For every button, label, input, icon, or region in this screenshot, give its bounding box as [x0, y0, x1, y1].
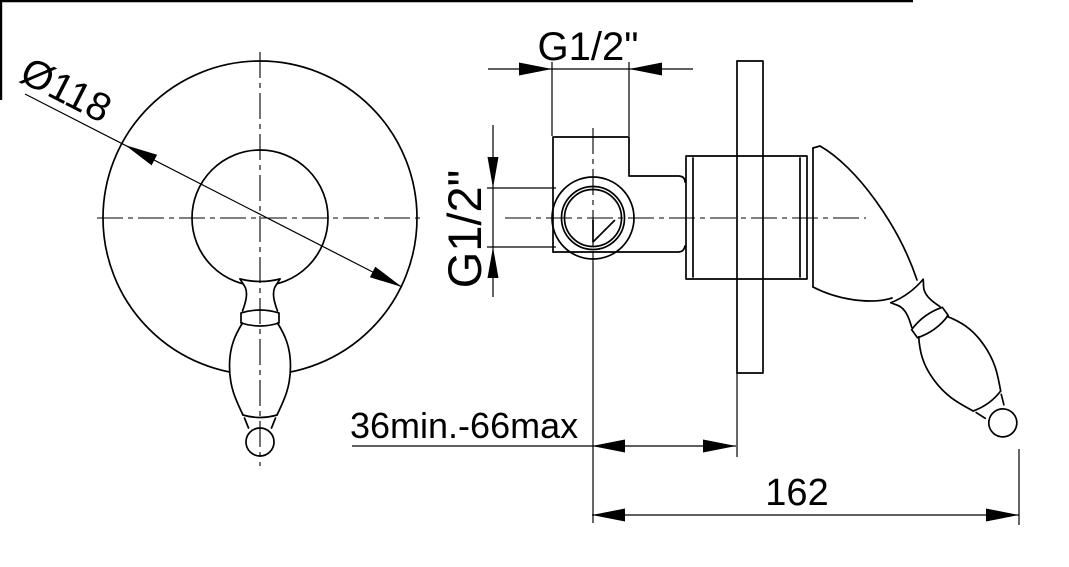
wall-plate: [736, 60, 764, 374]
valve-body: [551, 136, 686, 260]
dimension-thread-top: G1/2": [488, 25, 693, 136]
arrowhead: [629, 62, 662, 76]
arrowhead: [519, 62, 552, 76]
dimension-thread-side: G1/2": [438, 125, 556, 297]
arrowhead: [592, 508, 625, 522]
front-view: Ø118: [14, 49, 423, 466]
page-frame: [0, 0, 913, 100]
side-view: [505, 60, 1037, 453]
arrowhead: [369, 266, 402, 287]
length-label: 162: [765, 472, 828, 514]
arrowhead: [487, 247, 499, 278]
arrowhead: [487, 157, 499, 188]
arrowhead: [125, 145, 158, 166]
arrowhead: [986, 508, 1019, 522]
lever-handle-side: [881, 272, 1037, 453]
handle-dome: [812, 145, 918, 302]
thread-top-label: G1/2": [538, 25, 639, 69]
thread-runout: [592, 219, 616, 243]
thread-side-label: G1/2": [438, 170, 491, 289]
depth-range-label: 36min.-66max: [350, 405, 578, 446]
dimension-length: 162: [592, 449, 1020, 525]
arrowhead: [592, 439, 625, 453]
front-diameter-label: Ø118: [14, 49, 119, 131]
dimension-depth-range: 36min.-66max: [350, 262, 738, 523]
arrowhead: [703, 439, 736, 453]
